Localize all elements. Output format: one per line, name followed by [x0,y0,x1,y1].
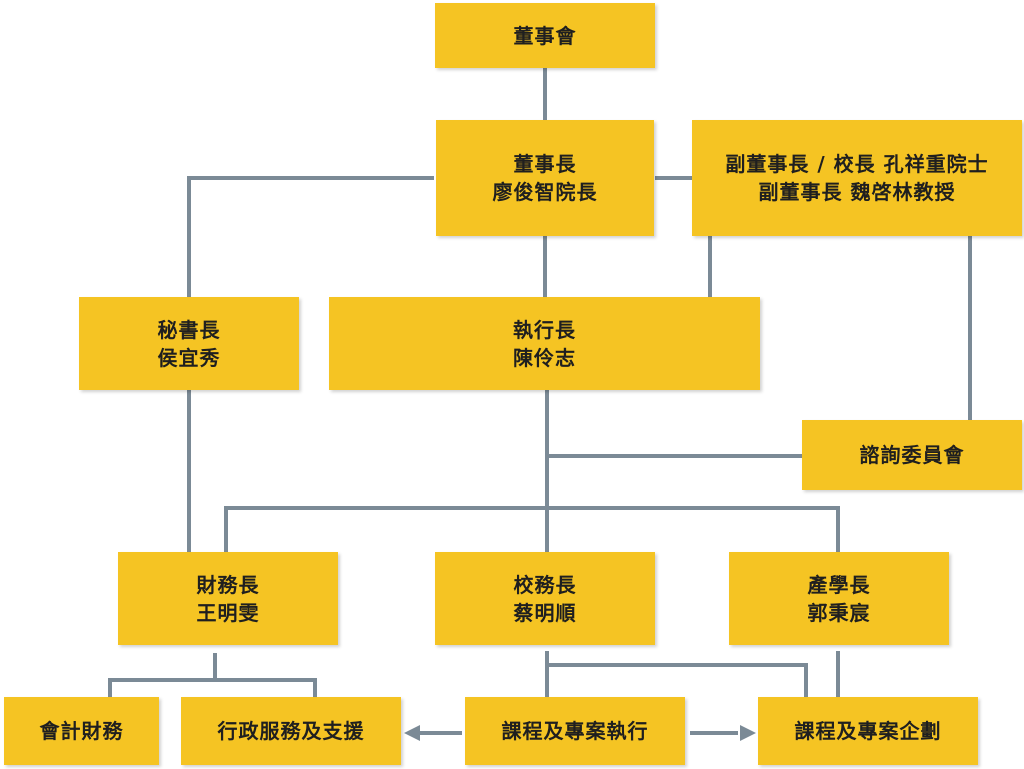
node-secretary-title: 秘書長 [157,317,221,342]
line-branch-cfo-industry [224,506,840,552]
arrow-left-icon [404,725,420,741]
node-vice-chair: 副董事長 / 校長 孔祥重院士 副董事長 魏啓林教授 [692,120,1022,236]
node-provost-name: 蔡明順 [513,600,577,625]
node-chairman-name: 廖俊智院長 [492,180,598,204]
node-secretary-general: 秘書長 侯宜秀 [79,297,299,390]
node-board: 董事會 [435,3,655,68]
node-industry-name: 郭秉宸 [807,600,871,625]
node-chairman-title: 董事長 [513,152,577,176]
node-vice-chair-line1: 副董事長 / 校長 孔祥重院士 [725,152,989,176]
node-course-execution-label: 課程及專案執行 [501,719,649,743]
node-cfo-name: 王明雯 [196,600,260,625]
node-accounting: 會計財務 [4,697,159,765]
node-cfo-title: 財務長 [196,572,260,597]
node-admin-support-label: 行政服務及支援 [217,719,365,743]
node-ceo: 執行長 陳伶志 [329,297,760,390]
node-accounting-label: 會計財務 [39,719,124,743]
node-cfo: 財務長 王明雯 [118,552,338,645]
node-course-planning-label: 課程及專案企劃 [794,719,942,743]
node-industry-title: 產學長 [807,572,871,597]
node-industry-academia: 產學長 郭秉宸 [729,552,949,645]
node-provost-title: 校務長 [513,572,577,597]
node-course-planning: 課程及專案企劃 [758,697,978,765]
arrow-right-icon [740,725,756,741]
node-admin-support: 行政服務及支援 [181,697,401,765]
line-cfo-branch [108,678,317,697]
node-chairman: 董事長 廖俊智院長 [436,120,654,236]
node-provost: 校務長 蔡明順 [435,552,655,645]
node-secretary-name: 侯宜秀 [157,345,221,370]
node-course-execution: 課程及專案執行 [465,697,685,765]
node-vice-chair-line2: 副董事長 魏啓林教授 [758,180,956,204]
node-ceo-name: 陳伶志 [513,345,576,370]
node-advisory-committee: 諮詢委員會 [802,420,1022,490]
line-provost-planning [547,663,808,697]
node-advisory-label: 諮詢委員會 [859,443,965,467]
node-ceo-title: 執行長 [513,317,576,342]
line-chairman-secretary [187,176,434,297]
node-board-label: 董事會 [513,23,577,48]
